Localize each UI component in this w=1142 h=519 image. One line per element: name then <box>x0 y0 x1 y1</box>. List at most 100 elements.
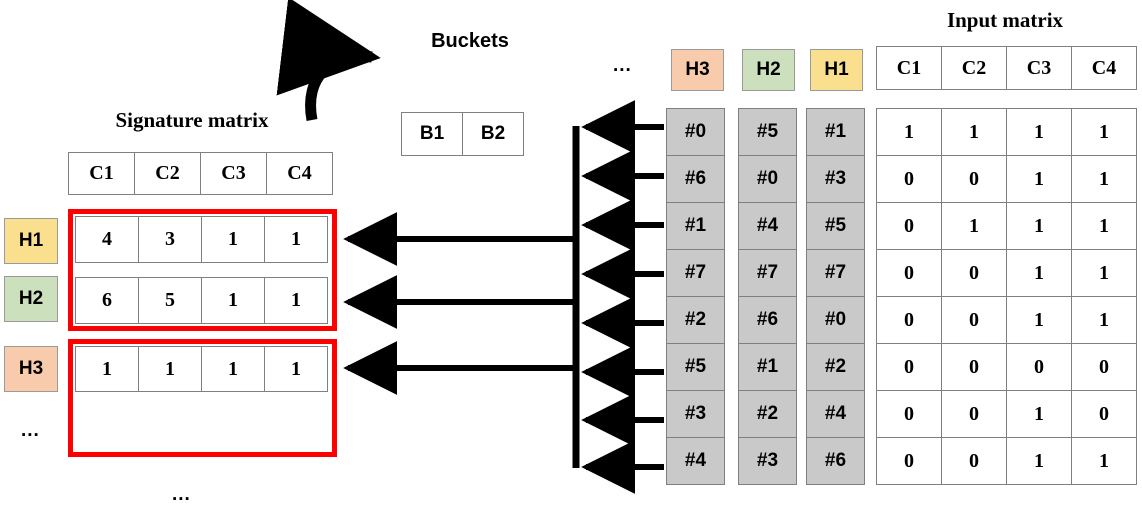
hash-column-h3: #0 #6 #1 #7 #2 #5 #3 #4 <box>666 108 725 485</box>
input-cell: 0 <box>1071 343 1137 391</box>
signature-cell: 1 <box>201 277 265 324</box>
signature-cell: 6 <box>75 277 139 324</box>
input-cell: 1 <box>1071 296 1137 344</box>
hash-column-header-h2: H2 <box>742 49 795 91</box>
input-matrix-row: 0 1 1 1 <box>876 202 1137 250</box>
input-matrix-row: 0 0 1 0 <box>876 390 1137 438</box>
hash-column-h2: #5 #0 #4 #7 #6 #1 #2 #3 <box>738 108 797 485</box>
input-cell: 1 <box>1006 296 1072 344</box>
hash-cell: #7 <box>806 249 865 297</box>
hash-cell: #7 <box>738 249 797 297</box>
input-cell: 1 <box>1006 437 1072 485</box>
input-cell: 0 <box>941 249 1007 297</box>
hash-cell: #6 <box>806 437 865 485</box>
signature-cell: 1 <box>201 346 265 392</box>
hash-cell: #5 <box>738 108 797 156</box>
input-cell: 0 <box>876 437 942 485</box>
input-cell: 0 <box>941 437 1007 485</box>
hash-cell: #2 <box>806 343 865 391</box>
input-cell: 1 <box>876 108 942 156</box>
input-cell: 1 <box>1006 390 1072 438</box>
hash-column-header-h1: H1 <box>810 49 863 91</box>
input-cell: 0 <box>941 343 1007 391</box>
signature-matrix-title: Signature matrix <box>115 108 269 132</box>
signature-col-header-c3: C3 <box>200 152 267 195</box>
hash-column-h1: #1 #3 #5 #7 #0 #2 #4 #6 <box>806 108 865 485</box>
input-col-header-c1: C1 <box>876 46 942 90</box>
input-cell: 0 <box>876 390 942 438</box>
signature-matrix-header: C1 C2 C3 C4 <box>68 152 333 195</box>
input-cell: 1 <box>1071 202 1137 250</box>
input-cell: 0 <box>876 343 942 391</box>
input-matrix-row: 0 0 1 1 <box>876 155 1137 203</box>
signature-col-header-c1: C1 <box>68 152 135 195</box>
signature-cell: 1 <box>75 346 139 392</box>
signature-rows-ellipsis: ... <box>21 420 40 441</box>
signature-row-label-h2: H2 <box>4 276 58 322</box>
hash-cell: #0 <box>666 108 725 156</box>
input-cell: 1 <box>1006 249 1072 297</box>
input-cell: 1 <box>1006 155 1072 203</box>
signature-highlight-box-1 <box>68 209 337 331</box>
hash-cell: #0 <box>738 155 797 203</box>
input-col-header-c3: C3 <box>1006 46 1072 90</box>
input-cell: 1 <box>1071 249 1137 297</box>
hash-cell: #1 <box>806 108 865 156</box>
signature-row-h3: 1 1 1 1 <box>75 346 328 392</box>
signature-cell: 1 <box>201 216 265 263</box>
hash-columns-left-ellipsis: ... <box>613 55 632 76</box>
bucket-b1[interactable]: B1 <box>401 112 463 156</box>
bucket-b2[interactable]: B2 <box>462 112 524 156</box>
input-cell: 1 <box>1071 437 1137 485</box>
input-matrix-row: 0 0 0 0 <box>876 343 1137 391</box>
input-cell: 1 <box>1006 202 1072 250</box>
hash-cell: #6 <box>666 155 725 203</box>
signature-cell: 1 <box>138 346 202 392</box>
input-cell: 0 <box>876 296 942 344</box>
hash-cell: #3 <box>666 390 725 438</box>
signature-highlight-box-2 <box>68 339 337 457</box>
hash-cell: #4 <box>666 437 725 485</box>
input-col-header-c4: C4 <box>1071 46 1137 90</box>
input-cell: 0 <box>1071 390 1137 438</box>
signature-cell: 1 <box>264 346 328 392</box>
input-cell: 0 <box>876 202 942 250</box>
signature-row-label-h1: H1 <box>4 218 58 264</box>
buckets-title: Buckets <box>431 30 509 52</box>
input-matrix-title: Input matrix <box>946 8 1064 32</box>
input-matrix-body: 1 1 1 1 0 0 1 1 0 1 1 1 0 0 1 1 0 0 1 1 <box>876 108 1137 485</box>
input-cell: 0 <box>941 390 1007 438</box>
buckets-table: B1 B2 <box>401 112 524 156</box>
hash-cell: #5 <box>666 343 725 391</box>
input-cell: 1 <box>941 108 1007 156</box>
input-cell: 0 <box>1006 343 1072 391</box>
input-matrix-row: 1 1 1 1 <box>876 108 1137 156</box>
hash-cell: #6 <box>738 296 797 344</box>
signature-row-label-h3: H3 <box>4 346 58 392</box>
input-cell: 0 <box>941 296 1007 344</box>
input-matrix-row: 0 0 1 1 <box>876 249 1137 297</box>
hash-cell: #5 <box>806 202 865 250</box>
input-matrix-row: 0 0 1 1 <box>876 296 1137 344</box>
input-col-header-c2: C2 <box>941 46 1007 90</box>
hash-cell: #2 <box>666 296 725 344</box>
signature-col-header-c4: C4 <box>266 152 333 195</box>
hash-cell: #7 <box>666 249 725 297</box>
hash-cell: #2 <box>738 390 797 438</box>
hash-cell: #1 <box>738 343 797 391</box>
input-cell: 1 <box>1071 155 1137 203</box>
hash-cell: #4 <box>806 390 865 438</box>
hash-cell: #1 <box>666 202 725 250</box>
hash-cell: #3 <box>738 437 797 485</box>
input-cell: 1 <box>1071 108 1137 156</box>
input-cell: 1 <box>941 202 1007 250</box>
signature-cell: 1 <box>264 216 328 263</box>
curved-arrow-to-buckets <box>276 0 381 122</box>
signature-bottom-ellipsis: ... <box>172 484 191 505</box>
input-cell: 0 <box>876 155 942 203</box>
signature-cell: 1 <box>264 277 328 324</box>
signature-row-h1: 4 3 1 1 <box>75 216 328 263</box>
input-matrix-row: 0 0 1 1 <box>876 437 1137 485</box>
hash-cell: #0 <box>806 296 865 344</box>
